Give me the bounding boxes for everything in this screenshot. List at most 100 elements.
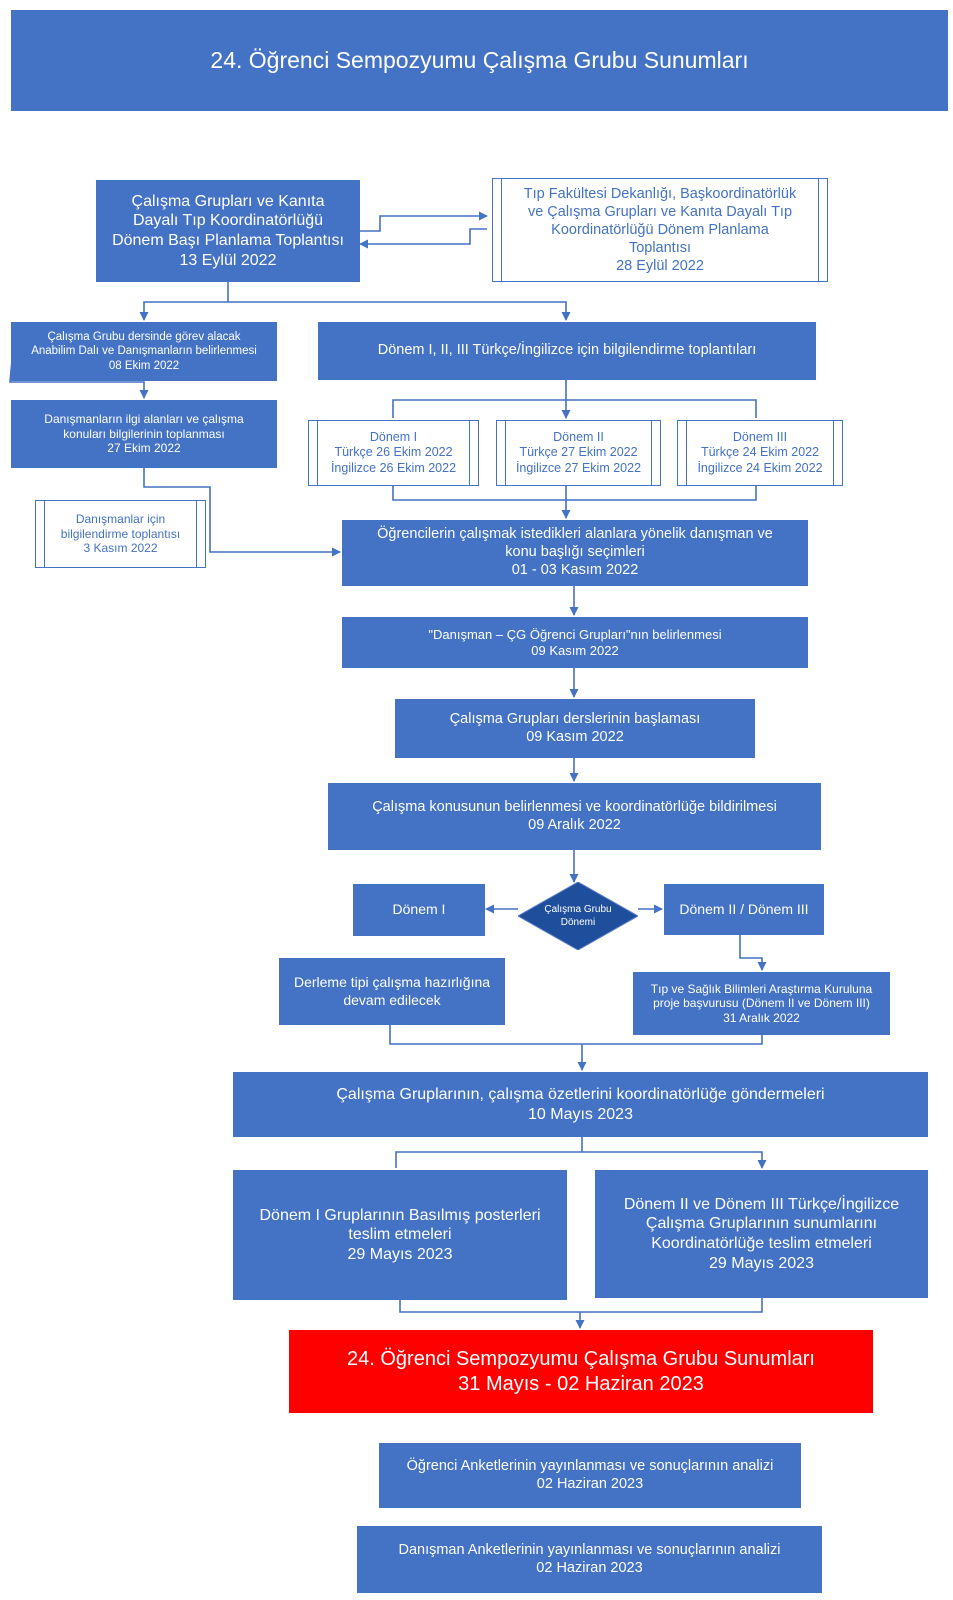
text-line: 27 Ekim 2022 [107, 441, 181, 456]
text-line: 24. Öğrenci Sempozyumu Çalışma Grubu Sun… [210, 47, 749, 74]
text-line: "Danışman – ÇG Öğrenci Grupları"nın beli… [428, 626, 722, 642]
text-line: 29 Mayıs 2023 [347, 1245, 453, 1263]
arrow-abstracts-split [395, 1137, 762, 1168]
text-line: Çalışma Gruplarının, çalışma özetlerini … [336, 1085, 825, 1103]
text-line: Dayalı Tıp Koordinatörlüğü [132, 212, 324, 230]
info-meetings-box: Dönem I, II, III Türkçe/İngilizce için b… [318, 322, 816, 380]
text-line: Çalışma Grupları ve Kanıta [131, 192, 325, 210]
text-line: devam edilecek [343, 991, 441, 1008]
text-line: Çalışma Gruplarının sunumlarını [645, 1215, 878, 1233]
text-line: Tıp ve Sağlık Bilimleri Araştırma Kurulu… [650, 981, 873, 996]
text-line: 09 Kasım 2022 [526, 728, 624, 745]
text-line: Çalışma konusunun belirlenmesi ve koordi… [372, 798, 777, 815]
text-line: 02 Haziran 2023 [536, 1559, 643, 1576]
posters-box: Dönem I Gruplarının Basılmış posterleri t… [233, 1170, 567, 1300]
text-line: 09 Kasım 2022 [531, 642, 619, 658]
text-line: Derleme tipi çalışma hazırlığına [293, 974, 491, 991]
text-line: Koordinatörlüğe teslim etmeleri [651, 1235, 872, 1252]
arrow-deliveries-to-symposium [399, 1298, 763, 1328]
text-line: Türkçe 27 Ekim 2022 [519, 445, 638, 460]
student-surveys-box: Öğrenci Anketlerinin yayınlanması ve son… [379, 1443, 801, 1508]
text-line: 29 Mayıs 2023 [709, 1254, 814, 1272]
text-line: 31 Aralık 2022 [723, 1010, 800, 1025]
text-line: 24. Öğrenci Sempozyumu Çalışma Grubu Sun… [347, 1348, 815, 1371]
arrow-info-to-donem [392, 380, 757, 418]
text-line: Çalışma Grubu dersinde görev alacak [47, 331, 241, 344]
symposium-box: 24. Öğrenci Sempozyumu Çalışma Grubu Sun… [289, 1330, 873, 1413]
group-determination-box: "Danışman – ÇG Öğrenci Grupları"nın beli… [342, 617, 808, 668]
arrow-planning-to-dean [360, 211, 488, 232]
text-line: konuları bilgilerinin toplanması [63, 426, 225, 441]
text-line: Öğrenci Anketlerinin yayınlanması ve son… [406, 1457, 774, 1474]
text-line: Dönem I [369, 430, 418, 445]
text-line: 3 Kasım 2022 [83, 541, 158, 556]
dean-meeting-box: Tıp Fakültesi Dekanlığı, Başkoordinatörl… [492, 178, 828, 282]
text-line: Tıp Fakültesi Dekanlığı, Başkoordinatörl… [523, 185, 797, 202]
advisor-surveys-box: Danışman Anketlerinin yayınlanması ve so… [357, 1526, 822, 1593]
arrow-branches-to-abstracts [389, 1025, 763, 1070]
topic-report-box: Çalışma konusunun belirlenmesi ve koordi… [328, 783, 821, 850]
text-line: 13 Eylül 2022 [179, 251, 277, 269]
text-line: proje başvurusu (Dönem II ve Dönem III) [653, 996, 870, 1011]
text-line: Danışmanların ilgi alanları ve çalışma [44, 412, 244, 427]
text-line: Toplantısı [628, 240, 692, 257]
text-line: İngilizce 26 Ekim 2022 [330, 460, 457, 475]
text-line: 10 Mayıs 2023 [528, 1105, 633, 1123]
text-line: 28 Eylül 2022 [616, 258, 704, 275]
arrow-donem-to-selection [392, 486, 757, 518]
student-selection-box: Öğrencilerin çalışmak istedikleri alanla… [342, 520, 808, 586]
decision-diamond [518, 882, 638, 950]
text-line: Dönem I [392, 901, 446, 918]
text-line: İngilizce 27 Ekim 2022 [515, 460, 642, 475]
text-line: Dönem Başı Planlama Toplantısı [112, 232, 344, 249]
title-banner: 24. Öğrenci Sempozyumu Çalışma Grubu Sun… [11, 10, 948, 111]
text-line: ve Çalışma Grupları ve Kanıta Dayalı Tıp [527, 203, 793, 220]
text-line: Dönem II / Dönem III [679, 900, 809, 917]
text-line: Türkçe 26 Ekim 2022 [334, 445, 453, 460]
text-line: Öğrencilerin çalışmak istedikleri alanla… [377, 526, 773, 543]
text-line: Dönem II ve Dönem III Türkçe/İngilizce [623, 1195, 900, 1213]
text-line: Dönem I, II, III Türkçe/İngilizce için b… [377, 342, 757, 359]
text-line: konu başlığı seçimleri [505, 544, 645, 561]
ethics-application-box: Tıp ve Sağlık Bilimleri Araştırma Kurulu… [633, 972, 890, 1035]
text-line: 02 Haziran 2023 [536, 1475, 644, 1492]
text-line: 08 Ekim 2022 [108, 359, 180, 372]
text-line: teslim etmeleri [348, 1226, 452, 1244]
branch-donem1-box: Dönem I [353, 884, 485, 936]
arrow-donem23-to-ethics [739, 935, 767, 971]
text-line: Dönem III [732, 430, 788, 445]
branch-donem23-box: Dönem II / Dönem III [664, 884, 824, 935]
text-line: Danışmanlar için [75, 512, 166, 527]
arrow-dean-to-planning [359, 228, 487, 249]
text-line: 09 Aralık 2022 [528, 816, 621, 833]
arrow-planning-to-info [228, 301, 571, 321]
text-line: Çalışma Grubu [544, 903, 612, 915]
arrow-interests-to-selection [143, 468, 341, 557]
arrow-planning-split [139, 282, 229, 321]
text-line: Koordinatörlüğü Dönem Planlama [551, 221, 769, 238]
abstracts-box: Çalışma Gruplarının, çalışma özetlerini … [233, 1072, 928, 1137]
text-line: Çalışma Grupları derslerinin başlaması [449, 710, 701, 727]
text-line: Dönemi [560, 917, 596, 928]
text-line: Dönem II [553, 430, 604, 445]
text-line: Danışman Anketlerinin yayınlanması ve so… [398, 1541, 781, 1558]
text-line: Dönem I Gruplarının Basılmış posterleri [259, 1206, 541, 1224]
text-line: 01 - 03 Kasım 2022 [511, 561, 639, 578]
text-line: Anabilim Dalı ve Danışmanların belirlenm… [31, 345, 257, 358]
text-line: Türkçe 24 Ekim 2022 [700, 445, 820, 460]
text-line: 31 Mayıs - 02 Haziran 2023 [458, 1372, 704, 1395]
text-line: bilgilendirme toplantısı [60, 526, 181, 541]
